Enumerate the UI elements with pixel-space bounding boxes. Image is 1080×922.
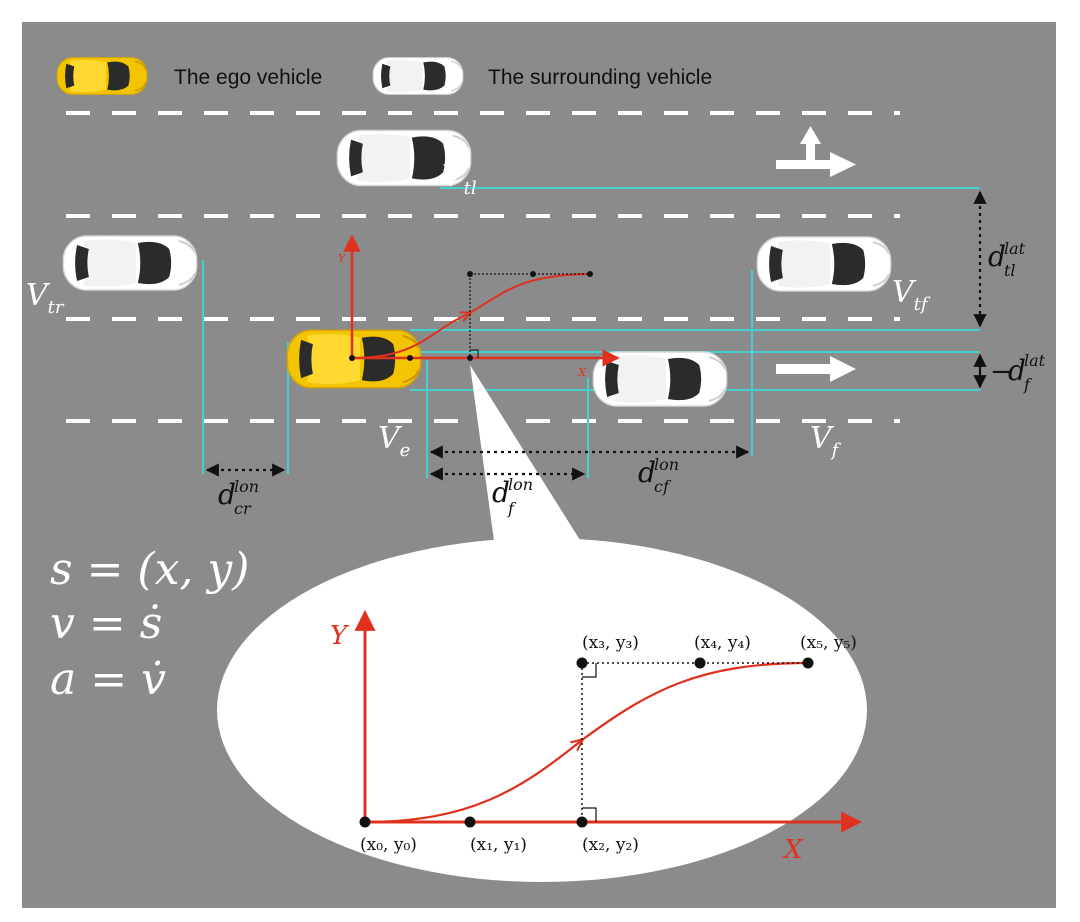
legend-surrounding-car-icon [372,56,464,96]
vehicle-f [592,351,728,407]
svg-text:−: − [990,357,1012,387]
legend-surrounding-label: The surrounding vehicle [488,66,712,89]
label-d-tl-lat: d lat tl [988,239,1026,280]
label-v-tl: Vtl [442,159,477,199]
svg-text:cr: cr [234,499,252,518]
small-y-axis-label: Y [338,252,347,265]
control-point-2 [576,816,588,828]
svg-text:lon: lon [654,455,679,474]
control-point-3 [576,657,588,669]
vehicle-tr [62,235,198,291]
svg-text:d: d [492,476,510,509]
control-point-label-2: (x₂, y₂) [582,835,639,855]
svg-text:d: d [988,240,1006,273]
control-point-label-5: (x₅, y₅) [800,633,857,653]
svg-text:f: f [507,499,517,518]
kinematic-equations: s = (x, y) v = ṡ a = v̇ [50,544,249,705]
label-d-f-lon: d lon f [492,475,533,518]
svg-text:lon: lon [508,475,533,494]
big-x-axis-label: X [782,835,804,865]
forward-direction-icon [776,356,856,382]
guide-lines [202,187,980,478]
small-x-axis-label: X [577,366,587,379]
svg-text:d: d [218,478,236,511]
svg-text:f: f [1023,375,1033,394]
vehicle-tf [756,236,892,292]
legend: The ego vehicle The surrounding vehicle [56,56,712,96]
legend-ego-car-icon [56,56,148,96]
equation-velocity: v = ṡ [50,598,162,649]
svg-text:cf: cf [654,477,672,496]
small-trajectory-sketch: Y X [338,234,620,379]
svg-text:d: d [638,456,656,489]
dimension-arrows [205,190,987,481]
label-d-cr-lon: d lon cr [218,477,259,518]
label-d-f-lat: − d lat f [990,351,1046,394]
lane-change-direction-icon [776,126,856,177]
control-point-label-4: (x₄, y₄) [694,633,751,653]
control-point-4 [694,657,706,669]
control-point-label-0: (x₀, y₀) [360,835,417,855]
control-point-0 [359,816,371,828]
label-v-tr: Vtr [26,278,65,318]
svg-text:lon: lon [234,477,259,496]
control-point-5 [802,657,814,669]
svg-text:d: d [1008,354,1026,387]
zoom-ellipse [217,538,867,882]
equation-acceleration: a = v̇ [50,654,166,705]
svg-text:lat: lat [1024,351,1046,370]
label-d-cf-lon: d lon cf [638,455,679,496]
control-point-1 [464,816,476,828]
svg-text:lat: lat [1004,239,1026,258]
svg-text:tl: tl [1004,261,1016,280]
large-trajectory-plot: Y X (x₀, y₀) (x₁, y₁) (x₂, y₂) (x₃, y₃) … [330,609,863,865]
label-v-tf: Vtf [892,275,931,315]
legend-ego-label: The ego vehicle [174,66,322,89]
control-point-label-3: (x₃, y₃) [582,633,639,653]
control-point-label-1: (x₁, y₁) [470,835,527,855]
equation-position: s = (x, y) [50,544,249,595]
big-y-axis-label: Y [330,621,350,651]
label-v-e: Ve [378,421,410,461]
